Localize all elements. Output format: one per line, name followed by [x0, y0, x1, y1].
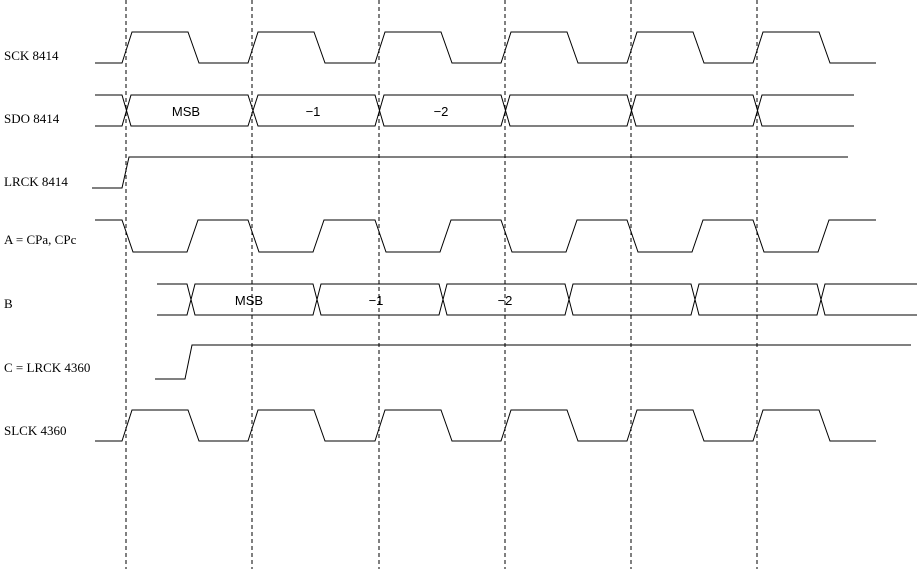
bus-label-minus2: −2	[434, 104, 449, 119]
signal-label: A = CPa, CPc	[4, 232, 77, 247]
signal-label: LRCK 8414	[4, 174, 68, 189]
signal-label: C = LRCK 4360	[4, 360, 90, 375]
signal-label: SDO 8414	[4, 111, 60, 126]
signal-a: A = CPa, CPc	[4, 219, 876, 253]
signal-label: SCK 8414	[4, 48, 59, 63]
bus-label-minus1: −1	[369, 293, 384, 308]
guide-lines	[125, 0, 758, 569]
signal-label: B	[4, 296, 13, 311]
clock-waveform	[95, 219, 876, 253]
signal-label: SLCK 4360	[4, 423, 66, 438]
bus-waveform	[157, 283, 917, 316]
signal-slck4360: SLCK 4360	[4, 409, 876, 442]
bus-label-minus1: −1	[306, 104, 321, 119]
level-waveform	[92, 156, 848, 189]
bus-waveform	[157, 283, 917, 316]
level-waveform	[155, 344, 911, 380]
clock-waveform	[95, 409, 876, 442]
signal-lrck8414: LRCK 8414	[4, 156, 848, 189]
signal-b: B MSB −1 −2	[4, 283, 917, 316]
signal-c: C = LRCK 4360	[4, 344, 911, 380]
bus-waveform	[95, 94, 854, 127]
clock-waveform	[95, 31, 876, 64]
bus-label-msb: MSB	[172, 104, 200, 119]
signal-sck8414: SCK 8414	[4, 31, 876, 64]
bus-label-minus2: −2	[498, 293, 513, 308]
bus-waveform	[95, 94, 854, 127]
bus-label-msb: MSB	[235, 293, 263, 308]
signal-sdo8414: SDO 8414 MSB −1 −2	[4, 94, 854, 127]
